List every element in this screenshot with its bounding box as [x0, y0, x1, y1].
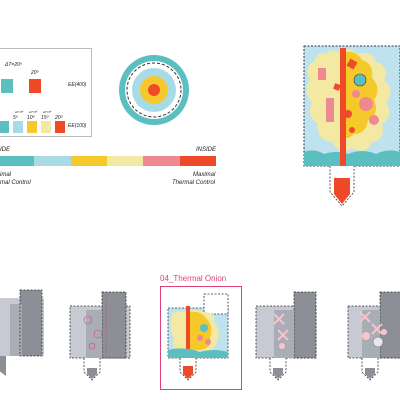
legend-row1-red-swatch [29, 79, 41, 93]
scale-inside-label: INSIDE [196, 147, 217, 153]
legend-row2-swatch-5 [55, 121, 65, 133]
panel-04-pink-circle-1 [197, 335, 203, 341]
large-plan-diagram [303, 45, 400, 207]
legend-row2-degree-3: 15º [41, 115, 49, 121]
thermal-onion-rings-diagram [119, 55, 189, 125]
pink-block-1 [326, 98, 334, 122]
panel-02-dark-band [101, 291, 127, 359]
panel-05-pink-dot [279, 343, 285, 349]
scale-segment-yellow [70, 156, 107, 166]
scale-segment-light-blue [34, 156, 71, 166]
panel-01-entry [0, 356, 6, 376]
pink-circle-2 [369, 115, 379, 125]
red-node-3 [346, 58, 358, 70]
panel-06-pink-dot-1 [362, 332, 370, 340]
panel-05-dark-band [293, 291, 317, 359]
ring-red-core [148, 84, 160, 96]
scale-outside-label: IDE [0, 147, 11, 153]
scale-segment-pale-yellow [106, 156, 144, 166]
pink-circle-3 [352, 90, 360, 98]
panel-05-entry-tip [273, 368, 283, 379]
panel-04-teal-base [168, 348, 228, 358]
panel-02-thumbnail [69, 291, 131, 381]
panel-02-marker-2 [93, 329, 103, 339]
legend-row1-teal-swatch [1, 79, 13, 93]
legend-row2-tiny-1: ΔT=5º [15, 110, 24, 114]
panel-02-entry-tip [87, 368, 97, 379]
legend-row2-tiny-2: ΔT=5º [29, 110, 38, 114]
panel-06-pink-marks [359, 311, 383, 335]
panel-04-upper-block [203, 293, 229, 315]
red-heat-spine [340, 48, 346, 172]
legend-row1-label: EE(400) [68, 82, 87, 88]
teal-circle [353, 73, 367, 87]
legend-box: ΔT=20º 20º EE(400) ΔT=5º ΔT=5º ΔT=5º 5º … [0, 48, 92, 137]
panel-04-entry-tip [183, 366, 193, 379]
pink-block-2 [318, 68, 326, 80]
legend-row1-degree: 20º [31, 70, 39, 76]
legend-row2-swatch-4 [41, 121, 51, 133]
pink-circle-1 [359, 97, 373, 111]
panel-06-pink-dot-2 [381, 329, 387, 335]
panel-04-thermal-onion-thumbnail[interactable] [160, 286, 242, 390]
red-node-2 [349, 127, 355, 133]
panel-04-title: 04_Thermal Onion [160, 274, 227, 283]
legend-row2-degree-2: 10º [27, 115, 35, 121]
panel-06-gray-circle [372, 336, 384, 348]
panel-01-thumbnail [0, 289, 44, 376]
panel-06-dark-band [379, 291, 400, 359]
legend-row2-swatch-3 [27, 121, 37, 133]
scale-segment-red [179, 156, 216, 166]
legend-row2-degree-1: 5º [13, 115, 18, 121]
legend-delta-label: ΔT=20º [5, 62, 22, 68]
panel-01-mid-band [10, 304, 22, 356]
panel-05-pink-marks [273, 313, 289, 341]
legend-row2-swatch-1 [0, 121, 9, 133]
panel-06-thumbnail [347, 291, 400, 381]
panel-04-pink-circle-2 [205, 339, 211, 345]
scale-maximal-line1: Maximal [193, 172, 216, 178]
thermal-scale-bar [0, 156, 216, 166]
red-node-4 [333, 83, 341, 91]
panel-04-red-spine [186, 306, 190, 368]
panel-04-teal-circle [200, 324, 208, 332]
scale-maximal-line2: Thermal Control [172, 180, 216, 186]
scale-minimal-line1: imal [0, 172, 12, 178]
panel-02-marker-1 [83, 315, 93, 325]
scale-segment-pink [143, 156, 180, 166]
scale-minimal-line2: mal Control [0, 180, 31, 186]
legend-row2-degree-4: 20º [55, 115, 63, 121]
panel-05-thumbnail [255, 291, 317, 381]
red-node-1 [344, 110, 352, 118]
legend-row2-swatch-2 [13, 121, 23, 133]
panel-01-outline [19, 289, 43, 357]
panel-01-dark-band [20, 290, 42, 356]
legend-row2-label: EE(100) [68, 123, 87, 129]
panel-02-marker-3 [88, 342, 96, 350]
scale-segment-teal [0, 156, 35, 166]
legend-row2-tiny-3: ΔT=5º [43, 110, 52, 114]
teal-base-zone [304, 150, 400, 166]
panel-06-entry-tip [365, 368, 375, 379]
ring-dashed-boundary [126, 62, 182, 118]
entry-heat-tip [334, 178, 350, 204]
